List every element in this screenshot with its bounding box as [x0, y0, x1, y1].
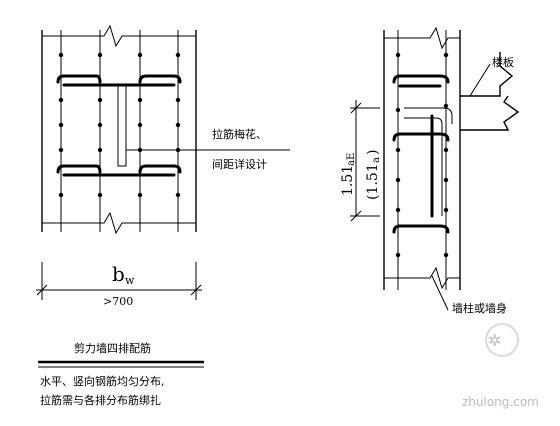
watermark-text: zhulong.com [462, 395, 539, 409]
svg-text:✲: ✲ [488, 331, 501, 350]
break-line-bottom [42, 211, 196, 235]
slab-outline [460, 52, 514, 97]
legend-block: 剪力墙四排配筋 水平、竖向钢筋均匀分布, 拉筋需与各排分布筋绑扎 [38, 341, 204, 407]
legend-note-line2: 拉筋需与各排分布筋绑扎 [40, 393, 161, 407]
watermark: ✲ zhulong.com [462, 323, 539, 409]
tie-bar [117, 85, 127, 167]
min-width-label: >700 [103, 295, 133, 308]
lae-main-group: 1.51 aE [340, 153, 357, 196]
left-wall-section: 拉筋梅花、 间距详设计 b w >700 [36, 24, 290, 308]
legend-note-line1: 水平、竖向钢筋均匀分布, [40, 374, 165, 388]
lae-main-subscript: aE [346, 153, 357, 166]
lae-alt-group: (1.51 a ) [365, 150, 382, 200]
slab-label: 楼板 [492, 55, 514, 69]
lae-alt-subscript: a [371, 157, 382, 163]
lae-alt-close: ) [365, 150, 381, 155]
lae-alt-label: (1.51 [365, 163, 381, 200]
bw-subscript: w [125, 274, 135, 287]
break-line-top [42, 24, 196, 48]
break-line-top-r [384, 26, 460, 50]
vertical-bar-dots [58, 52, 181, 198]
bw-label: b [112, 262, 125, 286]
watermark-logo-icon [485, 323, 519, 357]
right-wall-section: 楼板 1.51 aE (1.51 a ) [340, 26, 520, 315]
vertical-bar-dots-r [395, 52, 449, 258]
legend-title: 剪力墙四排配筋 [74, 341, 151, 355]
lae-main-label: 1.51 [340, 165, 356, 196]
anchor-bar-upper [404, 107, 453, 124]
tie-note-line1: 拉筋梅花、 [212, 127, 267, 141]
wall-label: 墙柱或墙身 [452, 301, 507, 315]
break-line-bottom-r [384, 266, 460, 290]
tie-note-line2: 间距详设计 [212, 157, 267, 171]
